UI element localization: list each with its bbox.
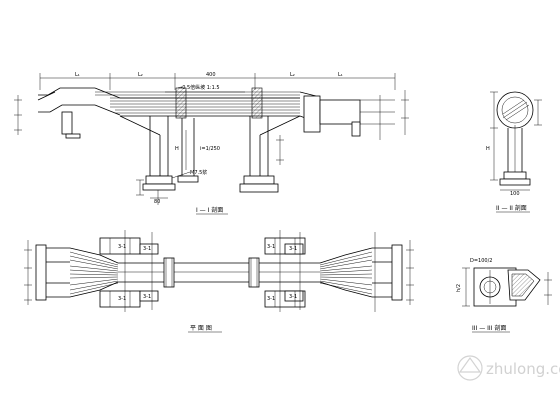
plan-cut-label-5: 3-1 [267,244,275,250]
plan-cut-label-2: 3-1 [143,246,151,252]
section2-title: II — II 剖面 [496,204,527,212]
span-label-right-2: L₁ [338,72,343,78]
span-label-left: L₁ [75,72,80,78]
plan-cut-label-7: 3-1 [267,296,275,302]
section3-height: h/2 [456,284,462,292]
watermark-text: zhulong.com [486,360,560,378]
right-pier [239,116,284,193]
section3-title: III — III 剖面 [472,324,506,332]
section2-width: 100 [510,191,520,197]
elevation-view: L₁ L₂ 400 L₂ L₁ →0.5倍纵坡 1:1.5 [14,72,409,215]
gradient-label: i=1/250 [200,146,220,152]
plan-cut-label-3: 3-1 [118,296,126,302]
plan-cut-label-6: 3-1 [289,246,297,252]
mortar-label: M7.5浆 [190,169,207,176]
plan-title: 平 面 图 [190,325,212,332]
elevation-title: I — I 剖面 [196,206,223,214]
section-3-view: h/2 D=100/2 III — III 剖面 [456,258,552,333]
center-pier: H i=1/250 [175,118,220,183]
plan-cut-label-1: 3-1 [118,244,126,250]
right-outlet [299,91,395,140]
left-pier: 80 [136,116,176,205]
watermark: zhulong.com [457,355,560,381]
span-total-label: 400 [206,72,216,78]
plan-view: 3-1 3-1 3-1 3-1 3-1 3-1 3-1 3-1 [24,230,414,333]
section-2-view: H 100 II — II 剖面 [486,91,542,213]
span-label-l2: L₂ [138,72,143,78]
flume-body [94,87,301,176]
mortar-note: →0.5倍纵坡 1:1.5 [178,84,220,91]
section2-height: H [486,146,490,152]
diameter-label: D=100/2 [470,258,492,264]
plan-cut-label-4: 3-1 [143,294,151,300]
pier-width-80: 80 [154,199,160,205]
span-label-right: L₂ [290,72,295,78]
plan-cut-label-8: 3-1 [289,294,297,300]
pier-height-label: H [175,146,179,152]
